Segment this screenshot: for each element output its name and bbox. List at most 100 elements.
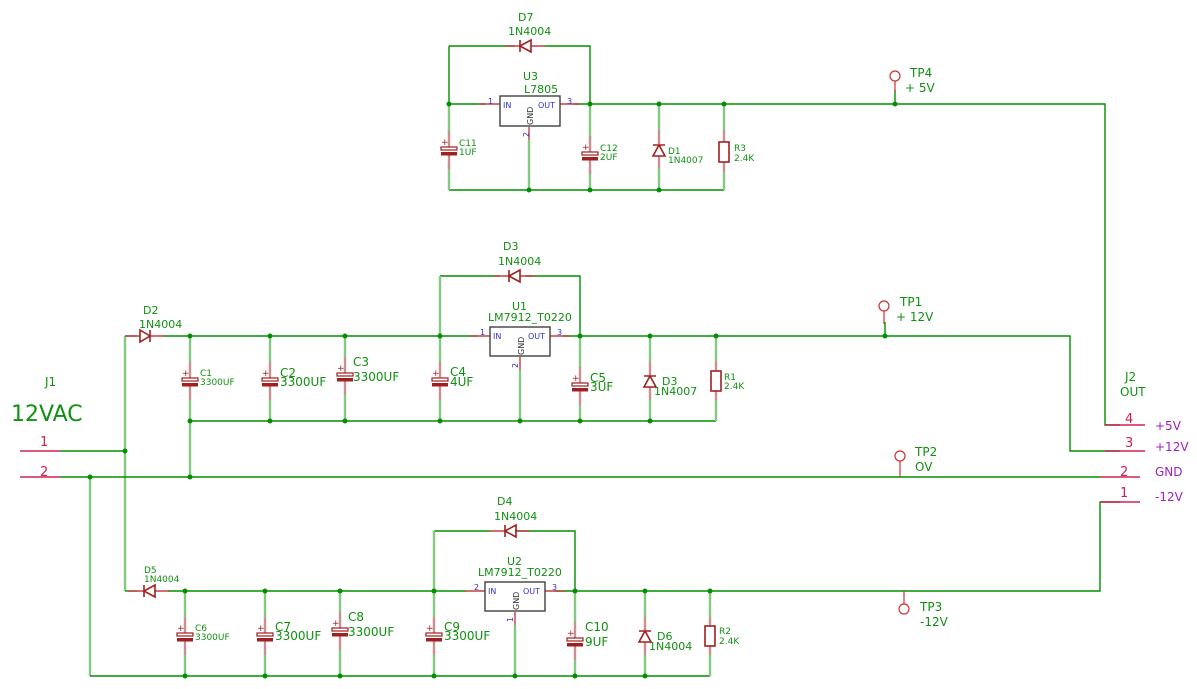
ic-pin-in: IN [488, 587, 496, 596]
resistor-r2[interactable]: R2 2.4K [704, 617, 740, 655]
capacitor-value: 3300UF [353, 370, 399, 384]
diode-d3-clamp[interactable]: D3 1N4007 [642, 362, 697, 400]
capacitor-value: 9UF [585, 635, 608, 649]
polarity-plus-icon: + [177, 624, 185, 634]
ic-body [484, 581, 546, 612]
junction-dot [892, 101, 898, 107]
connector-j2[interactable]: J2 OUT 4 +5V 3 +12V 2 GND 1 -12V [1100, 370, 1189, 504]
ic-value: LM7912_T0220 [478, 566, 562, 579]
connector-j1[interactable]: J1 12VAC 1 2 [11, 375, 83, 480]
diode-value: 1N4004 [494, 510, 537, 523]
diode-d5[interactable]: D5 1N4004 [128, 566, 180, 599]
resistor-r3[interactable]: R3 2.4K [718, 130, 755, 172]
wire [563, 335, 1120, 452]
testpoint-tp2[interactable]: TP2 OV [894, 445, 937, 477]
junction-dot [512, 673, 518, 679]
diode-ref: D3 [662, 375, 677, 388]
testpoint-value: + 5V [905, 81, 936, 95]
capacitor-plate-negative [432, 383, 448, 387]
capacitor-plate-positive [431, 377, 449, 382]
testpoint-tp3[interactable]: TP3 -12V [898, 591, 949, 629]
capacitor-plate-negative [426, 638, 442, 642]
capacitor-plate-positive [425, 632, 443, 637]
junction-dot [587, 187, 593, 193]
junction-dot [656, 187, 662, 193]
testpoint-ref: TP1 [899, 295, 922, 309]
resistor-icon [710, 370, 722, 392]
ic-pin-in: IN [493, 332, 501, 341]
testpoint-value: + 12V [896, 310, 934, 324]
junction-dot [267, 333, 273, 339]
ic-value: L7805 [524, 83, 558, 96]
testpoint-tp1[interactable]: TP1 + 12V [878, 295, 934, 324]
ic-pin-in: IN [503, 101, 511, 110]
diode-ref: D4 [497, 495, 512, 508]
capacitor-value: 3300UF [280, 375, 326, 389]
ic-ref: U3 [523, 70, 538, 83]
wire [448, 46, 486, 105]
regulator-u3[interactable]: IN OUT GND 1 3 2 U3 L7805 [479, 70, 580, 140]
resistor-icon [704, 625, 716, 647]
diode-d1[interactable]: D1 1N4007 [651, 130, 703, 168]
capacitor-ref: C9 [444, 620, 460, 634]
polarity-plus-icon: + [582, 143, 590, 153]
resistor-ref: R2 [719, 627, 731, 637]
diode-d4[interactable]: D4 1N4004 [490, 495, 537, 539]
diode-d6[interactable]: D6 1N4004 [637, 617, 692, 655]
diode-icon [651, 143, 667, 157]
capacitor-value: 1UF [459, 148, 477, 158]
capacitor-plate-negative [572, 388, 588, 392]
pin-number: 3 [1125, 436, 1133, 451]
diode-d3-bypass[interactable]: D3 1N4004 [494, 240, 541, 284]
ic-pin-gnd: GND [526, 107, 535, 125]
resistor-value: 2.4K [724, 382, 745, 392]
capacitor-ref: C2 [280, 366, 296, 380]
junction-dot [721, 101, 727, 107]
ic-pin-gnd: GND [517, 337, 526, 355]
resistor-r1[interactable]: R1 2.4K [710, 362, 745, 400]
diode-icon [518, 38, 532, 54]
regulator-u2[interactable]: IN OUT GND 2 3 1 U2 LM7912_T0220 [465, 555, 565, 625]
wire [440, 275, 581, 336]
pin-number: 1 [1120, 486, 1128, 501]
resistor-icon [718, 141, 730, 163]
ic-pin-gnd: GND [512, 592, 521, 610]
capacitor-plate-negative [177, 638, 193, 642]
connector-ref: J1 [44, 375, 56, 389]
pin-name: +12V [1155, 440, 1189, 454]
polarity-plus-icon: + [332, 619, 340, 629]
testpoint-tp4[interactable]: TP4 + 5V [889, 66, 936, 95]
junction-dot [431, 588, 437, 594]
ic-body [499, 95, 561, 127]
junction-dot [577, 418, 583, 424]
diode-value: 1N4007 [668, 156, 703, 166]
capacitor-plate-negative [582, 157, 598, 161]
testpoint-icon [898, 603, 910, 615]
diode-d7[interactable]: D7 1N4004 [505, 11, 551, 54]
polarity-plus-icon: + [441, 138, 449, 148]
polarity-plus-icon: + [426, 624, 434, 634]
pin-number: 3 [552, 583, 557, 592]
pin-name: -12V [1155, 490, 1184, 504]
diode-d2[interactable]: D2 1N4004 [125, 304, 182, 344]
testpoint-icon [878, 300, 890, 312]
junction-dot [656, 101, 662, 107]
regulator-u1[interactable]: IN OUT GND 1 3 2 U1 LM7912_T0220 [470, 300, 572, 370]
pin-number: 1 [480, 328, 485, 337]
pin-name: +5V [1155, 419, 1182, 433]
pin-number: 1 [506, 617, 515, 622]
polarity-plus-icon: + [432, 369, 440, 379]
